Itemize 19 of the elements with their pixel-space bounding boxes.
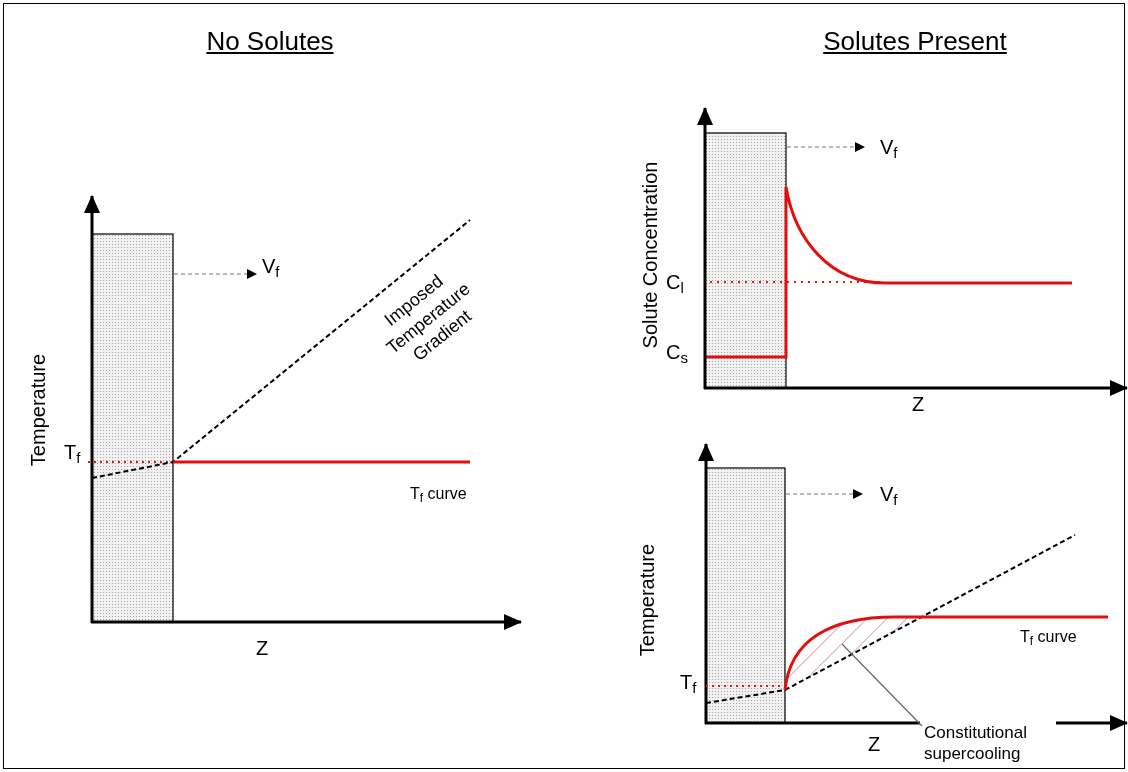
callout-text: Constitutional supercooling: [924, 722, 1028, 765]
panel-heading: No Solutes: [206, 25, 334, 58]
value-label: C$_{l}$: [666, 270, 684, 296]
velocity-label: V$_{f}$: [880, 482, 898, 508]
axis-label: Z: [868, 732, 881, 757]
velocity-label: V$_{f}$: [262, 254, 280, 280]
value-label: T$_{f}$: [64, 440, 81, 466]
value-label: C$_{s}$: [666, 340, 688, 366]
axis-label: Z: [912, 392, 925, 417]
leader-line: [841, 643, 923, 727]
value-label: T$_{f}$: [680, 670, 697, 696]
panel-heading: Solutes Present: [823, 25, 1007, 58]
axis-label: Temperature: [26, 353, 50, 467]
axis-label: Temperature: [635, 543, 659, 657]
axis-label: Solute Concentration: [638, 161, 662, 349]
velocity-label: V$_{f}$: [880, 135, 898, 161]
curve-label: T$_{f}$ curve: [410, 484, 467, 506]
curve-label: T$_{f}$ curve: [1020, 627, 1077, 649]
axis-label: Z: [256, 636, 269, 661]
